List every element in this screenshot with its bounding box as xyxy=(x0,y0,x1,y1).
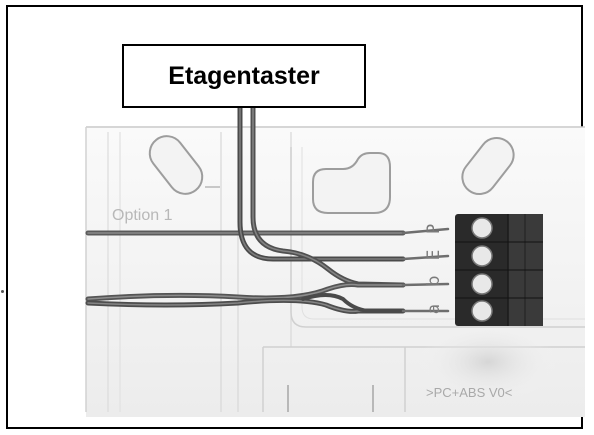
terminal-label-p: P xyxy=(424,223,444,235)
terminal-block xyxy=(455,214,543,326)
screw-terminal xyxy=(471,273,493,295)
screw-terminal xyxy=(471,217,493,239)
terminal-label-e: E xyxy=(424,249,444,261)
option-label: Option 1 xyxy=(112,207,173,224)
wiring-illustration xyxy=(85,104,585,417)
mounting-hole-left xyxy=(148,135,204,195)
title-box: Etagentaster xyxy=(122,44,366,108)
terminal-label-b: b xyxy=(424,275,444,287)
screw-terminal xyxy=(471,300,493,322)
margin-dot xyxy=(1,290,4,293)
mounting-hole-right xyxy=(461,136,515,196)
terminal-label-a: a xyxy=(424,303,444,315)
screw-terminal xyxy=(471,245,493,267)
diagram-title: Etagentaster xyxy=(168,61,320,90)
material-label: >PC+ABS V0< xyxy=(426,385,513,400)
diagram-frame: Option 1 >PC+ABS V0< P E b a Etagentaste… xyxy=(6,5,585,429)
wires xyxy=(85,104,450,314)
mounting-hole-center xyxy=(312,152,391,214)
